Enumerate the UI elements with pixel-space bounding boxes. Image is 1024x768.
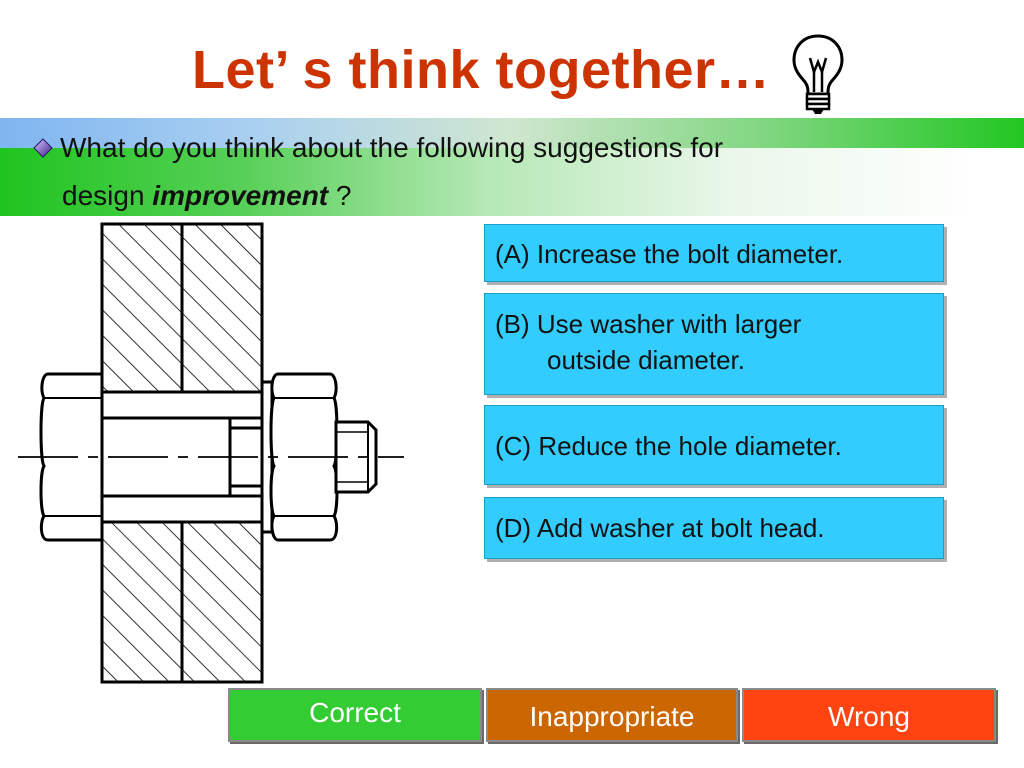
slide-title-row: Let’ s think together… <box>0 24 1024 116</box>
header-gradient-band <box>0 118 1024 216</box>
option-b-label-line-1: (B) Use washer with larger <box>495 309 802 339</box>
question-line-1: What do you think about the following su… <box>30 124 910 172</box>
inappropriate-button[interactable]: Inappropriate <box>486 688 738 742</box>
diamond-bullet-icon <box>33 138 53 158</box>
gradient-band-bottom <box>0 148 980 216</box>
lightbulb-icon <box>792 34 844 114</box>
option-d-label: (D) Add washer at bolt head. <box>495 513 825 543</box>
gradient-band-top <box>0 118 1024 148</box>
option-a-label: (A) Increase the bolt diameter. <box>495 239 844 269</box>
question-line-2-prefix: design <box>62 180 153 211</box>
question-emphasis: improvement <box>152 180 329 211</box>
bolt-joint-drawing <box>18 222 404 684</box>
option-c[interactable]: (C) Reduce the hole diameter. <box>484 405 944 485</box>
question-text: What do you think about the following su… <box>30 124 910 220</box>
correct-button[interactable]: Correct <box>228 688 482 742</box>
correct-button-label: Correct <box>309 697 401 728</box>
bolt-thread-end <box>334 420 378 494</box>
option-c-label: (C) Reduce the hole diameter. <box>495 431 842 461</box>
inappropriate-button-label: Inappropriate <box>529 701 695 732</box>
question-suffix: ? <box>328 180 352 211</box>
slide-title: Let’ s think together… <box>191 40 771 100</box>
wrong-button-label: Wrong <box>828 701 910 732</box>
clamped-plates <box>100 222 264 684</box>
wrong-button[interactable]: Wrong <box>742 688 996 742</box>
option-b[interactable]: (B) Use washer with larger outside diame… <box>484 293 944 395</box>
option-b-label-line-2: outside diameter. <box>547 345 746 375</box>
option-d[interactable]: (D) Add washer at bolt head. <box>484 497 944 559</box>
question-line-1-text: What do you think about the following su… <box>60 132 724 163</box>
question-line-2: design improvement ? <box>30 172 910 220</box>
option-a[interactable]: (A) Increase the bolt diameter. <box>484 224 944 282</box>
